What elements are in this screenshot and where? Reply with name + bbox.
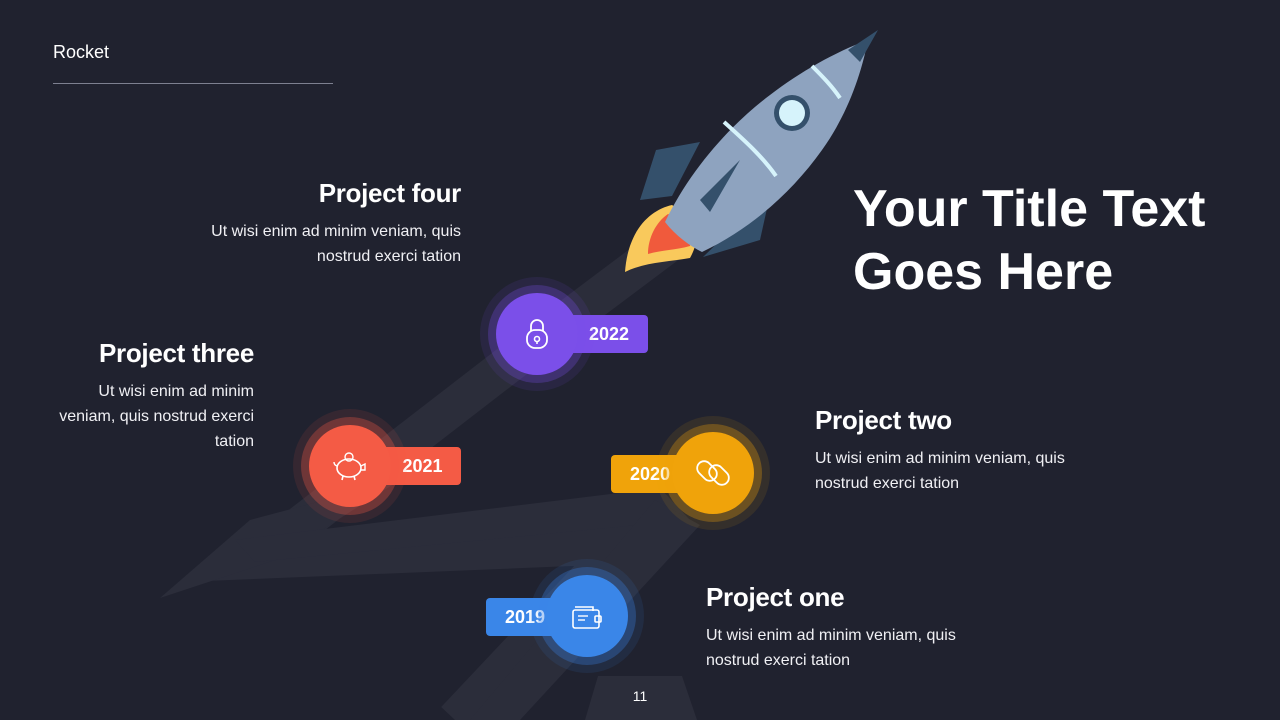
main-title: Your Title Text Goes Here xyxy=(853,178,1253,304)
project-one-title: Project one xyxy=(706,582,845,612)
title-line-1: Your Title Text xyxy=(853,180,1206,238)
year-tag-2022: 2022 xyxy=(566,315,648,353)
rocket-stripe-bottom xyxy=(722,120,778,178)
project-two-title: Project two xyxy=(815,405,952,435)
page-number: 11 xyxy=(632,688,648,704)
project-four-title: Project four xyxy=(318,178,462,208)
section-divider xyxy=(53,83,333,84)
milestone-circle-2020 xyxy=(672,432,754,514)
rocket-stripe-top xyxy=(810,64,842,100)
milestone-circle-2019 xyxy=(546,575,628,657)
page-number-pedestal xyxy=(585,676,697,720)
rocket-fin-left xyxy=(640,142,700,200)
rocket-window-glass xyxy=(779,100,805,126)
project-one-description: Ut wisi enim ad minim veniam, quis nostr… xyxy=(706,627,956,669)
milestone-circle-2021 xyxy=(309,425,391,507)
rocket-icon xyxy=(625,30,878,272)
project-two: Project two Ut wisi enim ad minim veniam… xyxy=(815,405,1085,496)
rocket-inner-fin xyxy=(700,160,740,212)
chain-link-icon xyxy=(696,460,730,486)
wallet-icon xyxy=(572,606,602,629)
project-three-description: Ut wisi enim ad minim veniam, quis nostr… xyxy=(59,383,254,450)
project-two-description: Ut wisi enim ad minim veniam, quis nostr… xyxy=(815,450,1065,492)
rocket-tip xyxy=(848,30,878,62)
project-four-description: Ut wisi enim ad minim veniam, quis nostr… xyxy=(211,223,461,265)
project-four: Project four Ut wisi enim ad minim venia… xyxy=(180,178,461,269)
section-label: Rocket xyxy=(53,42,110,62)
project-three-title: Project three xyxy=(98,338,254,368)
project-three: Project three Ut wisi enim ad minim veni… xyxy=(40,338,254,454)
title-line-2: Goes Here xyxy=(853,243,1114,301)
year-tag-2021: 2021 xyxy=(380,447,461,485)
milestone-circle-2022 xyxy=(496,293,578,375)
piggy-bank-icon xyxy=(333,452,366,481)
project-one: Project one Ut wisi enim ad minim veniam… xyxy=(706,582,976,673)
padlock-icon xyxy=(526,319,548,349)
trail-path-segment xyxy=(235,488,690,562)
